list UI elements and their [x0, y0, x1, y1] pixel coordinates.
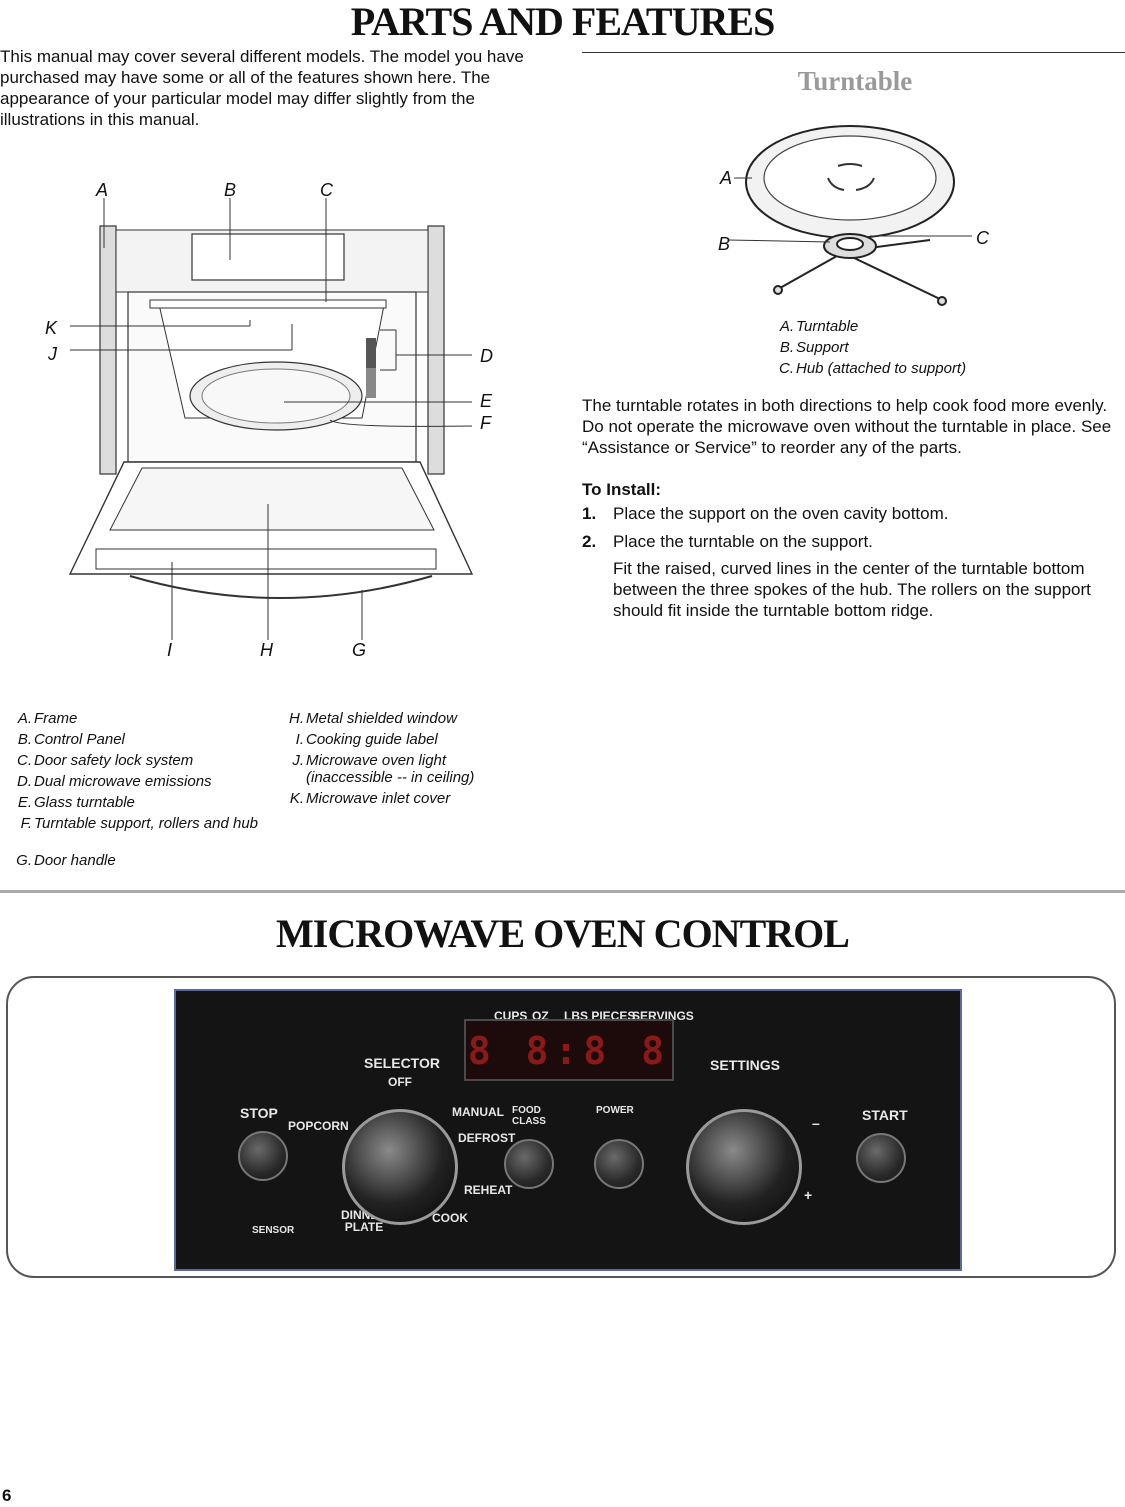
legend-item: G.Door handle — [14, 852, 274, 869]
control-title: MICROWAVE OVEN CONTROL — [0, 910, 1125, 957]
oven-label-k: K — [45, 318, 57, 339]
oven-label-d: D — [480, 346, 493, 367]
oven-label-e: E — [480, 391, 492, 412]
minus-label: – — [812, 1115, 820, 1131]
turntable-diagram — [720, 120, 1020, 310]
power-button[interactable] — [594, 1139, 644, 1189]
settings-label: SETTINGS — [710, 1057, 780, 1073]
start-button[interactable] — [856, 1133, 906, 1183]
popcorn-label: POPCORN — [288, 1119, 349, 1133]
legend-item: F.Turntable support, rollers and hub — [14, 815, 274, 832]
control-panel-photo: CUPS OZ LBS PIECES SERVINGS 8 8:8 8 SELE… — [174, 989, 962, 1271]
intro-paragraph: This manual may cover several different … — [0, 46, 545, 130]
legend-item: A.Frame — [14, 710, 274, 727]
settings-knob[interactable] — [686, 1109, 802, 1225]
lock-bar — [150, 300, 386, 308]
start-label: START — [862, 1107, 908, 1123]
oven-label-i: I — [167, 640, 172, 661]
digital-display: 8 8:8 8 — [464, 1019, 674, 1081]
door-window — [110, 468, 434, 530]
page-title: PARTS AND FEATURES — [0, 0, 1125, 45]
food-class-label: FOOD CLASS — [512, 1105, 562, 1127]
turntable-label-a: A — [720, 168, 732, 189]
oven-frame-right — [428, 226, 444, 474]
cooking-guide-label — [96, 549, 436, 569]
control-panel-shape — [192, 234, 344, 280]
oven-label-b: B — [224, 180, 236, 201]
turntable-title: Turntable — [700, 66, 1010, 97]
oven-label-h: H — [260, 640, 273, 661]
oven-diagram — [40, 170, 540, 670]
legend-item: C.Door safety lock system — [14, 752, 274, 769]
off-label: OFF — [388, 1075, 412, 1089]
install-step: 1.Place the support on the oven cavity b… — [582, 503, 1122, 524]
emission-vent-2 — [366, 368, 376, 398]
legend-item: H.Metal shielded window — [286, 710, 546, 727]
turntable-paragraph: The turntable rotates in both directions… — [582, 395, 1122, 458]
plus-label: + — [804, 1187, 812, 1203]
install-heading: To Install: — [582, 480, 661, 500]
stop-label: STOP — [240, 1105, 278, 1121]
oven-label-j: J — [48, 344, 57, 365]
section-rule — [582, 52, 1125, 53]
sensor-label: SENSOR — [252, 1225, 294, 1236]
turntable-label-b: B — [718, 234, 730, 255]
power-label: POWER — [596, 1105, 634, 1116]
turntable-label-c: C — [976, 228, 989, 249]
selector-knob[interactable] — [342, 1109, 458, 1225]
install-note: Fit the raised, curved lines in the cent… — [613, 558, 1118, 621]
turntable-support — [774, 234, 946, 305]
emission-vent-1 — [366, 338, 376, 368]
cook-label: COOK — [432, 1211, 468, 1225]
reheat-label: REHEAT — [464, 1183, 512, 1197]
door-handle — [130, 576, 432, 598]
oven-label-c: C — [320, 180, 333, 201]
manual-label: MANUAL — [452, 1105, 504, 1119]
legend-item: B.Control Panel — [14, 731, 274, 748]
legend-item: B.Support — [776, 339, 1036, 356]
oven-label-a: A — [96, 180, 108, 201]
legend-item: C.Hub (attached to support) — [776, 360, 1036, 377]
legend-item: A.Turntable — [776, 318, 1036, 335]
legend-item: E.Glass turntable — [14, 794, 274, 811]
legend-item: D.Dual microwave emissions — [14, 773, 274, 790]
defrost-label: DEFROST — [458, 1131, 515, 1145]
page-number: 6 — [2, 1486, 11, 1506]
food-class-button[interactable] — [504, 1139, 554, 1189]
legend-item: I.Cooking guide label — [286, 731, 546, 748]
selector-label: SELECTOR — [364, 1055, 440, 1071]
legend-item: K.Microwave inlet cover — [286, 790, 546, 807]
oven-label-f: F — [480, 413, 491, 434]
install-step: 2.Place the turntable on the support. — [582, 531, 1122, 552]
legend-item: J.Microwave oven light (inaccessible -- … — [286, 752, 526, 786]
stop-button[interactable] — [238, 1131, 288, 1181]
section-divider — [0, 890, 1125, 893]
oven-label-g: G — [352, 640, 366, 661]
